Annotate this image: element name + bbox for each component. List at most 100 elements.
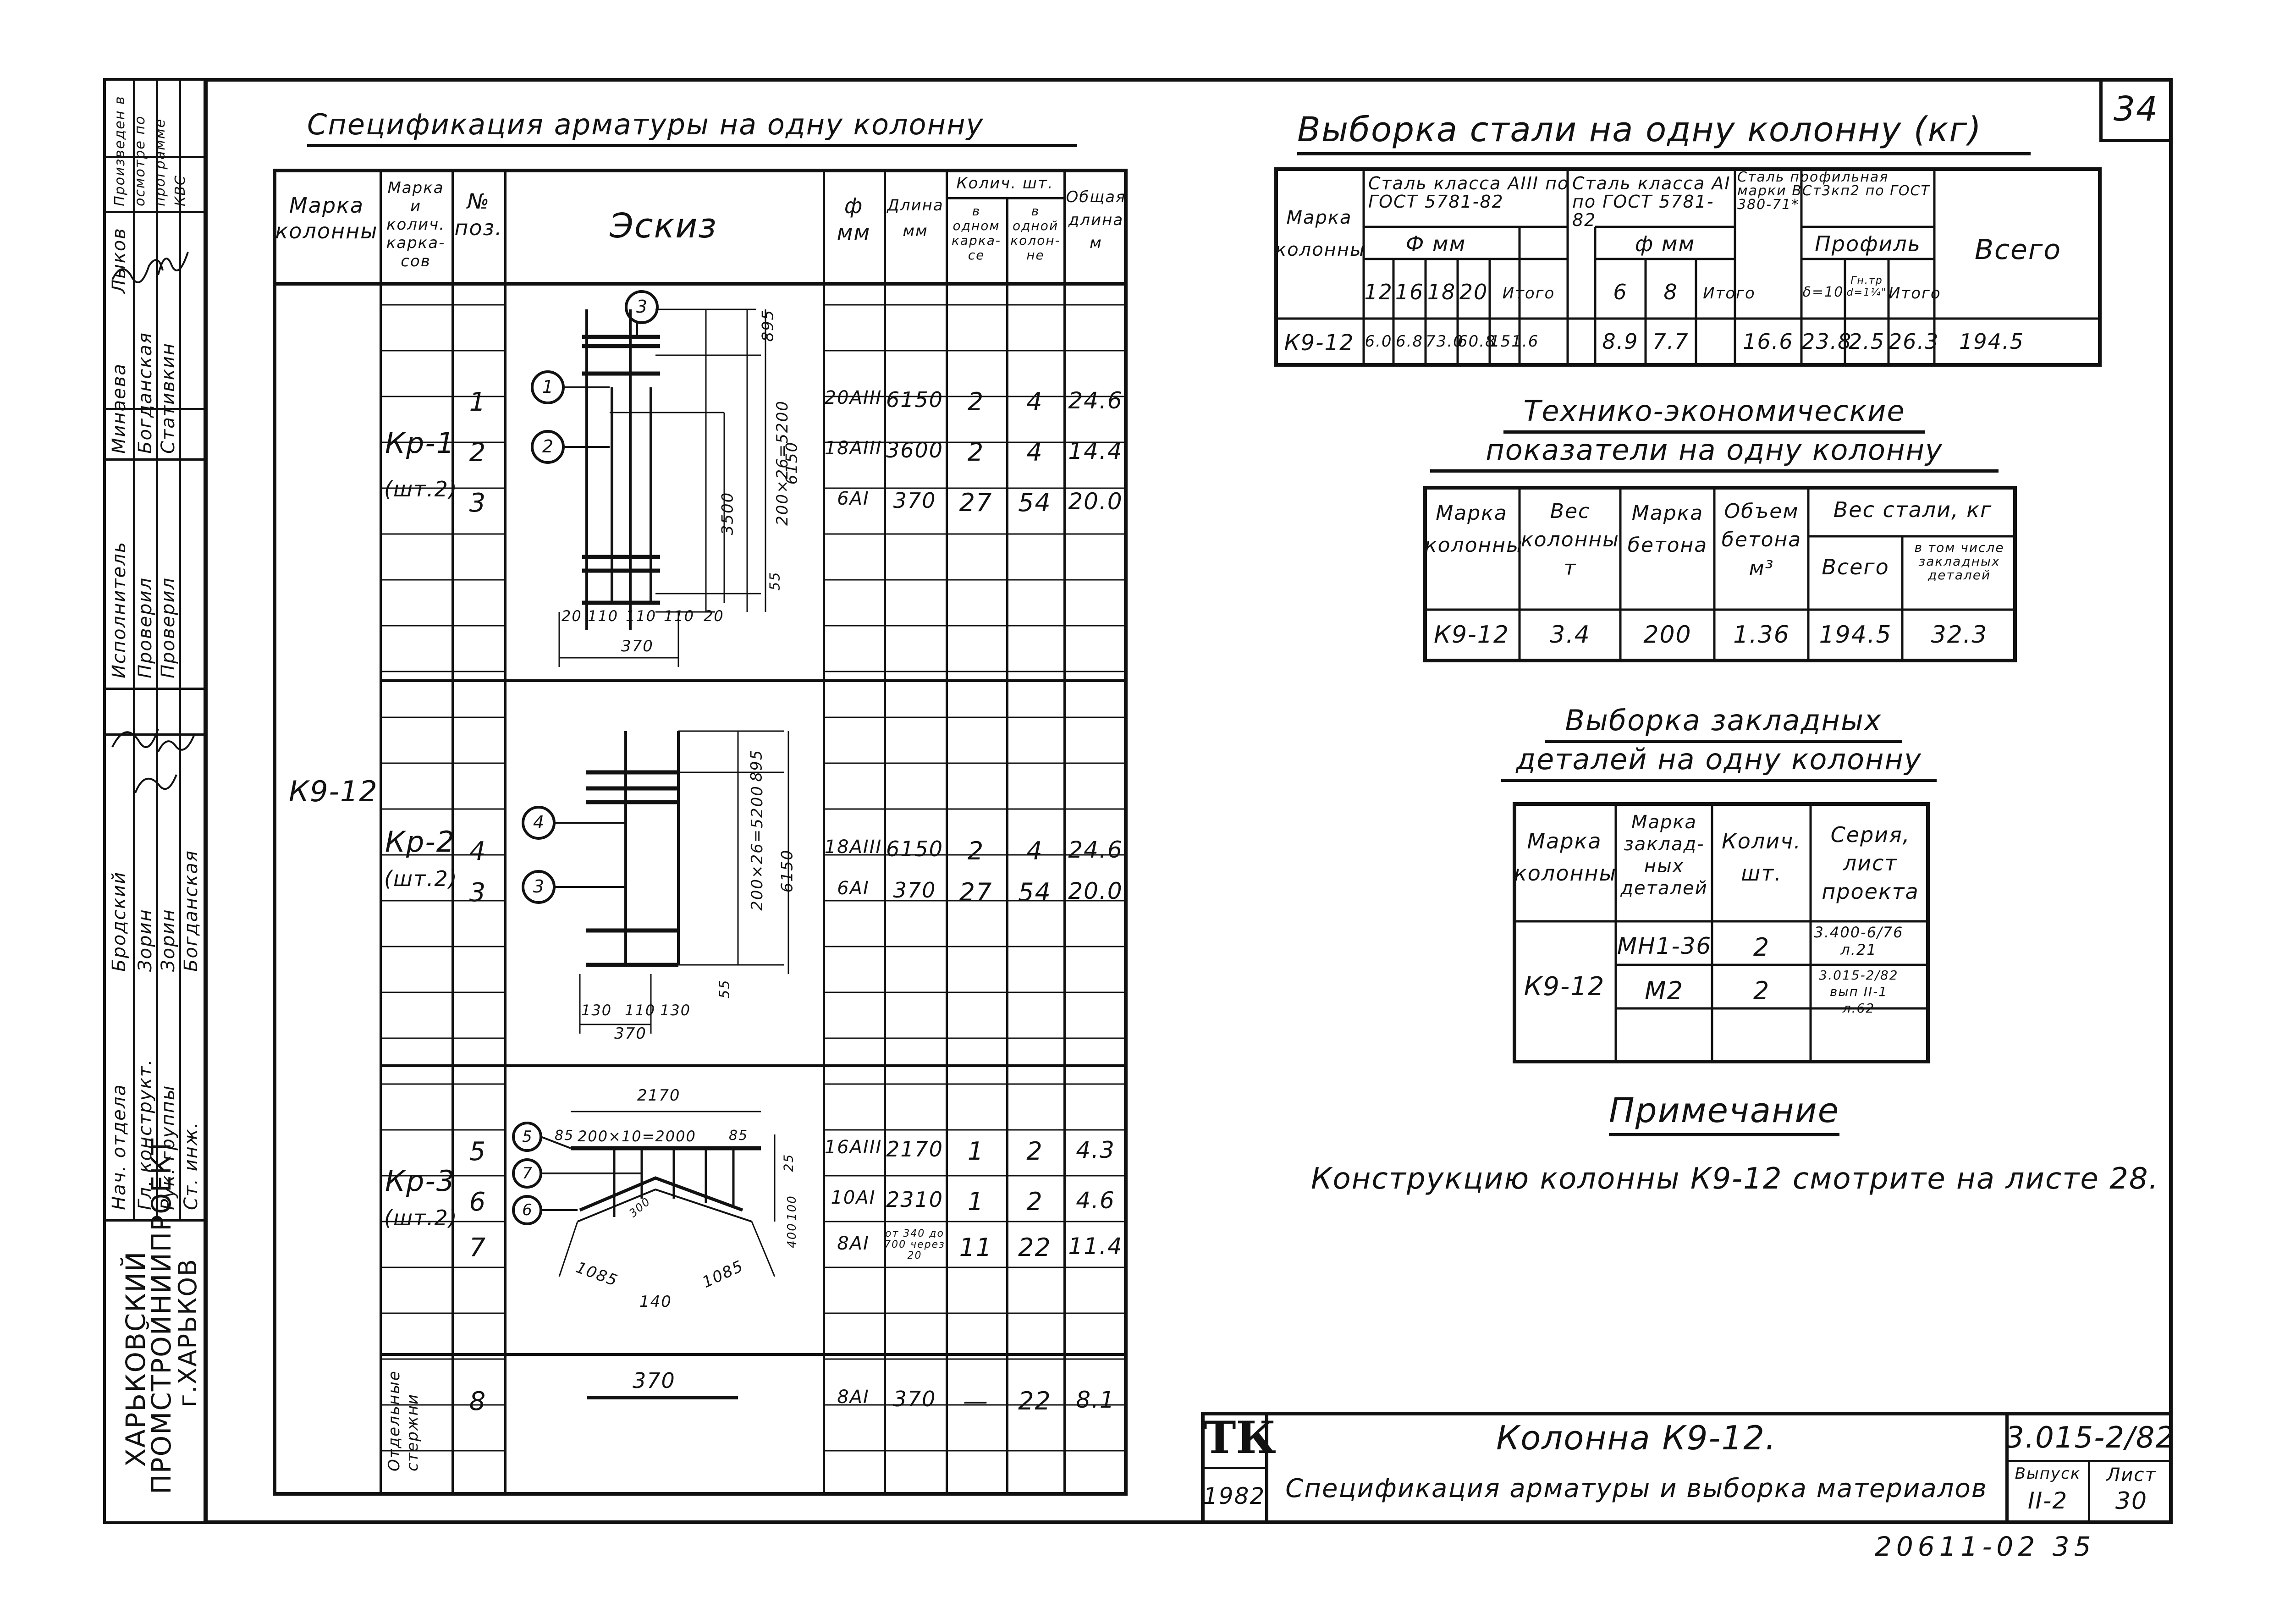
- spec-cell-pos: 2: [469, 438, 487, 468]
- spec-cell-dia: 18AIII: [824, 837, 882, 858]
- org-city: г.ХАРЬКОВ: [173, 1258, 202, 1407]
- tech-concrete: 200: [1643, 621, 1692, 649]
- hdr-length: Длина мм: [887, 196, 944, 240]
- spec-cell-pos: 1: [469, 387, 487, 417]
- sketch1-dim: 110: [664, 607, 695, 625]
- steel-hdr-a1: Сталь класса AI по ГОСТ 5781-82: [1572, 173, 1731, 230]
- steel-hdr-d6: 6: [1613, 280, 1628, 304]
- spec-cell-qf: 27: [959, 488, 993, 517]
- spec-cell-len: 370: [893, 1387, 936, 1411]
- spec-cell-len: 6150: [886, 387, 944, 412]
- spec-cell-dia: 8AI: [837, 1387, 870, 1408]
- spec-cell-qf: 1: [967, 1187, 985, 1216]
- tb-issue-label: Выпуск: [2015, 1464, 2081, 1483]
- steel-mark: К9-12: [1284, 330, 1354, 356]
- steel-hdr-d18: 18: [1427, 280, 1456, 304]
- sketch4-dim: 370: [633, 1368, 676, 1393]
- stamp-divider: [179, 78, 181, 1219]
- spec-cell-qf: 2: [967, 387, 985, 416]
- steel-hdr-d12: 12: [1364, 280, 1393, 304]
- sketch3-dim: 200×10=2000: [578, 1128, 696, 1145]
- sketch3-dim: 140: [639, 1293, 672, 1311]
- tech-hdr-concrete: Марка бетона: [1627, 501, 1708, 557]
- spec-cell-tot: 4.3: [1076, 1137, 1115, 1163]
- spec-cell-qf: —: [963, 1387, 989, 1415]
- title-block-rule: [2088, 1460, 2090, 1524]
- emb-hdr-detail: Марка заклад- ных деталей: [1620, 812, 1708, 899]
- spec-cell-tot: 20.0: [1068, 488, 1123, 515]
- sketch2-pos-label: 3: [533, 876, 544, 897]
- page-number: 34: [2113, 89, 2159, 129]
- stamp-divider: [156, 78, 158, 1219]
- tb-title1: Колонна К9-12.: [1496, 1419, 1777, 1457]
- steel-hdr-sub3: Итого: [1889, 284, 1941, 303]
- spec-cell-qc: 4: [1026, 387, 1043, 416]
- tech-total: 194.5: [1819, 621, 1892, 649]
- spec-cell-len: от 340 до 700 через 20: [884, 1228, 945, 1261]
- steel-hdr-d8: 8: [1663, 280, 1678, 304]
- steel-hdr-prof: Сталь профильная марки ВСт3кп2 по ГОСТ 3…: [1737, 169, 1930, 213]
- sketch2-dim: 895: [747, 749, 766, 782]
- tech-hdr-embedded: в том числе закладных деталей: [1914, 540, 2004, 583]
- sketch-frame-kr1: 3 1 2: [531, 290, 766, 667]
- emb-title-2: деталей на одну колонну: [1501, 743, 1937, 782]
- spec-cell-qf: 11: [959, 1233, 993, 1262]
- sketch2-dim: 110: [625, 1002, 656, 1019]
- stamp-divider: [103, 156, 206, 158]
- sketch-frame-kr2: 4 3: [522, 730, 789, 1034]
- sketch1-pos-label: 3: [636, 297, 647, 317]
- emb-qty: 2: [1753, 976, 1770, 1005]
- steel-title: Выборка стали на одну колонну (кг): [1297, 110, 2031, 155]
- spec-cell-len: 6150: [886, 837, 944, 861]
- sketch1-dim: 3500: [718, 491, 737, 535]
- sketch3-pos-label: 6: [522, 1201, 532, 1219]
- doc-code: 20611-02 35: [1875, 1531, 2096, 1562]
- steel-hdr-dia: Ф мм: [1405, 231, 1466, 256]
- left-binding-strip: [103, 78, 206, 1524]
- title-block-rule: [1265, 1412, 1268, 1524]
- steel-table-grid: [1274, 167, 2102, 367]
- frame-name: Кр-2: [385, 825, 456, 859]
- title-block-rule: [2005, 1412, 2009, 1524]
- tech-table-grid: [1423, 486, 2017, 662]
- spec-cell-tot: 24.6: [1068, 837, 1123, 863]
- spec-cell-tot: 8.1: [1076, 1387, 1115, 1413]
- spec-column-mark: К9-12: [289, 775, 378, 808]
- tb-sheet-label: Лист: [2106, 1464, 2157, 1486]
- sketch2-dim: 130: [581, 1002, 612, 1019]
- hdr-frame-mark: Марка и колич. карка- сов: [386, 179, 446, 270]
- emb-series: 3.015-2/82 вып II-1 л.62: [1819, 968, 1899, 1016]
- steel-v20: 60.8: [1458, 332, 1496, 351]
- spec-cell-qc: 54: [1018, 878, 1052, 907]
- steel-p2: 2.5: [1848, 329, 1885, 354]
- spec-row-grid: [380, 304, 1128, 1452]
- tech-table: [1423, 486, 2017, 662]
- spec-cell-dia: 20AIII: [824, 387, 882, 408]
- tb-sheet: 30: [2115, 1487, 2148, 1515]
- spec-cell-len: 3600: [886, 438, 944, 462]
- steel-v6: 8.9: [1602, 329, 1639, 354]
- sketch1-pos-label: 1: [542, 377, 553, 397]
- spec-cell-pos: 6: [469, 1187, 487, 1217]
- spec-cell-len: 2170: [886, 1137, 944, 1162]
- tech-hdr-total: Всего: [1822, 555, 1889, 579]
- frame-name: Кр-1: [385, 426, 456, 460]
- spec-cell-qc: 2: [1026, 1187, 1043, 1216]
- sketch2-dim: 370: [614, 1024, 647, 1043]
- embedded-table-grid: [1513, 802, 1930, 1063]
- frame-count: (шт.2): [384, 866, 458, 891]
- spec-cell-pos: 3: [469, 488, 487, 518]
- sketch1-dim: 20: [704, 607, 724, 625]
- hdr-diameter: ф мм: [837, 193, 871, 245]
- spec-cell-len: 2310: [886, 1187, 944, 1212]
- spec-cell-qf: 1: [967, 1137, 985, 1166]
- steel-hdr-d16: 16: [1395, 280, 1424, 304]
- steel-sum3: 26.3: [1889, 329, 1939, 354]
- sketch1-dim: 370: [621, 637, 654, 655]
- steel-hdr-d20: 20: [1459, 280, 1488, 304]
- hdr-qty-frame: в одном карка- се: [951, 204, 1002, 263]
- spec-header-rule: [273, 282, 1128, 286]
- steel-hdr-mark: Марка колонны: [1275, 207, 1366, 260]
- steel-hdr-total: Всего: [1974, 234, 2062, 266]
